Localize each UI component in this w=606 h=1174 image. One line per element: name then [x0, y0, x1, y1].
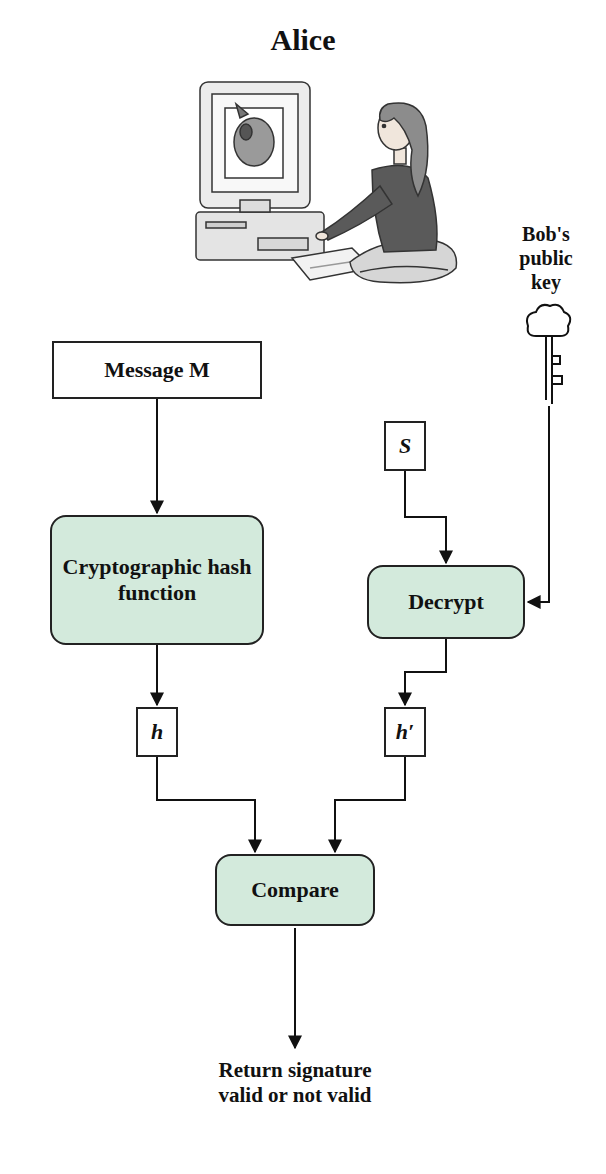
flow-arrow [405, 471, 446, 563]
key-arrow [528, 406, 549, 602]
hash-value-box: h′ [384, 707, 426, 757]
box-text: Compare [251, 877, 339, 903]
box-text: h [151, 719, 163, 745]
box-text: Decrypt [408, 589, 484, 615]
box-text: Message M [104, 357, 210, 383]
output-arrow [294, 928, 296, 1048]
key-label: Bob's public key [505, 222, 587, 294]
hash-value-box: h [136, 707, 178, 757]
computer-illustration [196, 82, 372, 280]
flow-arrow [335, 757, 405, 852]
title: Alice [203, 22, 403, 58]
box-text: S [399, 433, 411, 459]
process-box: Compare [215, 854, 375, 926]
flow-arrow [156, 645, 158, 705]
flow-arrow [156, 399, 158, 513]
box-text: Cryptographic hash function [60, 554, 254, 607]
process-box: Cryptographic hash function [50, 515, 264, 645]
key-icon [527, 305, 570, 404]
result-label: Return signature valid or not valid [195, 1058, 395, 1108]
flow-arrow [405, 639, 446, 705]
flow-arrow [157, 757, 255, 852]
box-text: h′ [396, 719, 414, 745]
woman-illustration [316, 103, 456, 283]
message-box: Message M [52, 341, 262, 399]
signature-box: S [384, 421, 426, 471]
process-box: Decrypt [367, 565, 525, 639]
